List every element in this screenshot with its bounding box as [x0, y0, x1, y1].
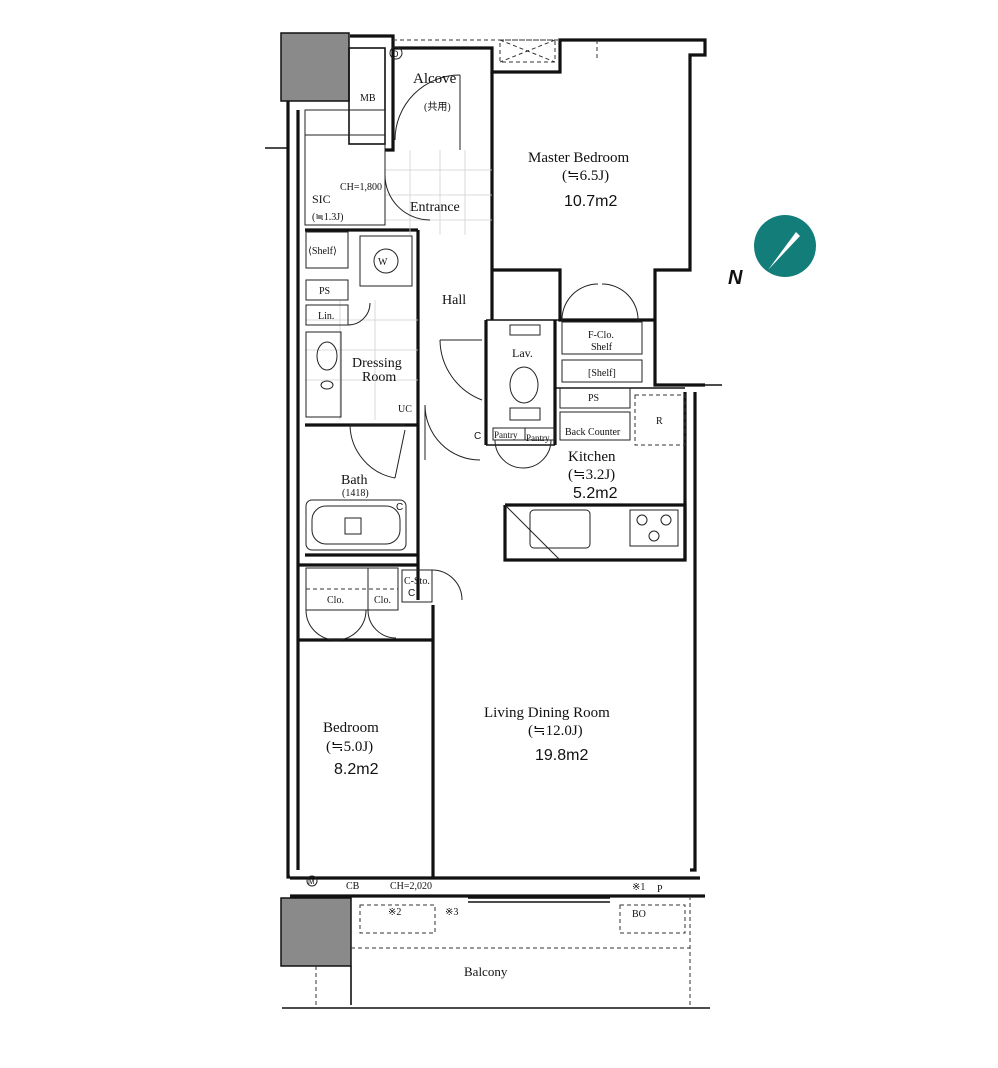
sic-shelf	[304, 109, 386, 226]
entrance-tiles	[305, 150, 492, 420]
note-3-label: ※3	[445, 907, 458, 918]
marker-c3: C	[408, 588, 415, 599]
cooktop	[629, 509, 679, 547]
north-compass: N	[728, 215, 816, 289]
mb-label: MB	[360, 93, 376, 104]
kitchen-j: (≒3.2J)	[568, 467, 615, 483]
back-counter	[559, 411, 631, 441]
living-area: 19.8m2	[535, 747, 588, 764]
ps-box	[305, 279, 349, 301]
sic-label: SIC	[312, 192, 331, 206]
c-sto-box	[401, 569, 433, 603]
closet-1-label: Clo.	[327, 595, 344, 606]
p-label: P	[657, 884, 663, 895]
marker-d: D	[392, 49, 399, 59]
back-counter-label: Back Counter	[565, 427, 621, 438]
outer-walls	[265, 34, 722, 898]
living-j: (≒12.0J)	[528, 723, 583, 739]
master-bedroom-label: Master Bedroom	[528, 150, 630, 166]
column-bottom-left	[280, 897, 352, 967]
master-bedroom-area: 10.7m2	[564, 193, 617, 210]
ps-label: PS	[319, 286, 330, 297]
ch-2020-label: CH=2,020	[390, 881, 432, 892]
ps-kitchen-box	[559, 387, 631, 409]
ch-1800-label: CH=1,800	[340, 182, 382, 193]
fridge-space	[634, 394, 686, 446]
balcony-label: Balcony	[464, 964, 508, 979]
c-sto-label: C-Sto.	[404, 576, 430, 587]
lin-label: Lin.	[318, 311, 334, 322]
uc-label: UC	[398, 404, 412, 415]
pantry-2-label: Pantry	[526, 433, 550, 443]
fclo-shelf-label: Shelf	[591, 342, 613, 353]
bath-size-label: (1418)	[342, 488, 369, 499]
mb-closet	[348, 47, 386, 145]
column-top-left	[280, 32, 350, 102]
master-bedroom-j: (≒6.5J)	[562, 168, 609, 184]
bedroom-j: (≒5.0J)	[326, 739, 373, 755]
marker-c2: C	[396, 502, 403, 513]
bath-label: Bath	[341, 473, 367, 488]
compass-circle	[754, 215, 816, 277]
dressing-label-2: Room	[362, 370, 396, 385]
compass-arrow	[768, 232, 800, 270]
shelf-paren-label: ⟨Shelf⟩	[308, 246, 337, 257]
sic-j-label: (≒1.3J)	[312, 212, 343, 223]
note-2-label: ※2	[388, 907, 401, 918]
bedroom-area: 8.2m2	[334, 761, 379, 778]
w-label: W	[378, 257, 388, 268]
living-label: Living Dining Room	[484, 705, 610, 721]
kitchen-label: Kitchen	[568, 449, 616, 465]
note-1-label: ※1	[632, 882, 645, 893]
hall-label: Hall	[442, 293, 466, 308]
alcove-sub-label: (共用)	[424, 101, 451, 113]
lin-box	[305, 304, 349, 326]
cb-label: CB	[346, 881, 360, 892]
entrance-label: Entrance	[410, 200, 460, 215]
vanity	[305, 331, 342, 418]
shelf-bracket-box	[561, 359, 643, 383]
lav-label: Lav.	[512, 346, 533, 360]
shelf-bracket-label: [Shelf]	[588, 368, 616, 379]
bathtub	[305, 499, 407, 551]
marker-m: M	[308, 877, 315, 886]
kitchen-area: 5.2m2	[573, 485, 618, 502]
fclo-box	[561, 321, 643, 355]
bedroom-label: Bedroom	[323, 720, 379, 736]
sink	[529, 509, 591, 549]
interior-walls	[298, 72, 687, 878]
toilet-bowl	[509, 366, 539, 404]
r-label: R	[656, 416, 663, 427]
pantry-2	[524, 427, 556, 441]
fclo-label: F-Clo.	[588, 330, 614, 341]
toilet-tank	[509, 324, 541, 336]
north-label: N	[728, 267, 743, 289]
closet-2-label: Clo.	[374, 595, 391, 606]
shelf-box	[305, 231, 349, 269]
alcove-label: Alcove	[413, 71, 457, 87]
pantry-1-label: Pantry	[494, 430, 518, 440]
bo-label: BO	[632, 909, 646, 920]
washer-area	[359, 235, 413, 287]
dressing-label-1: Dressing	[352, 356, 402, 371]
marker-c1: C	[474, 431, 481, 442]
ps-kitchen-label: PS	[588, 393, 599, 404]
balcony-area	[282, 896, 710, 1009]
